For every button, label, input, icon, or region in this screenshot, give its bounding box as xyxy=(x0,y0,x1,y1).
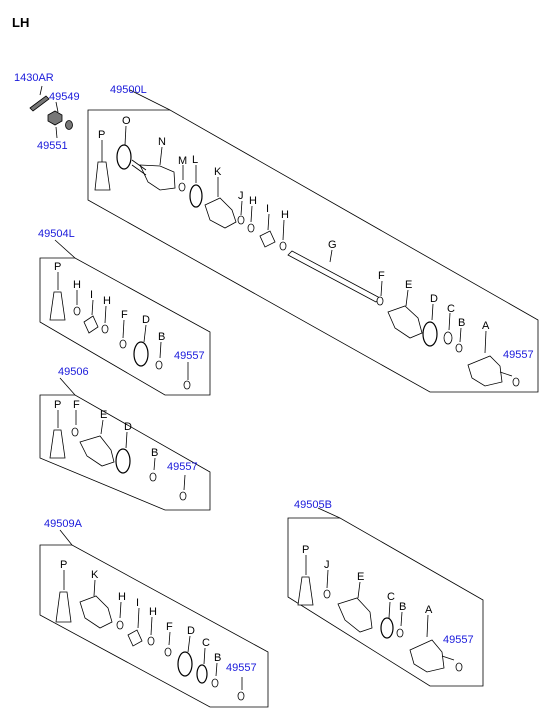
part-letter-d: D xyxy=(142,314,150,326)
part-letter-f: F xyxy=(166,621,173,633)
part-letter-j: J xyxy=(238,190,244,202)
part-number-49505b[interactable]: 49505B xyxy=(294,499,332,511)
part-number-49549[interactable]: 49549 xyxy=(49,91,80,103)
main-assembly-frame xyxy=(87,89,539,393)
part-letter-h: H xyxy=(249,195,257,207)
part-letter-e: E xyxy=(357,571,365,583)
part-number-49557[interactable]: 49557 xyxy=(503,349,534,361)
part-letter-a: A xyxy=(482,320,490,332)
part-number-49504l[interactable]: 49504L xyxy=(38,228,75,240)
part-letter-h: H xyxy=(281,209,289,221)
part-letter-i: I xyxy=(266,203,270,215)
part-letter-o: O xyxy=(122,115,131,127)
part-letter-j: J xyxy=(324,559,330,571)
part-letter-b: B xyxy=(214,652,222,664)
part-letter-d: D xyxy=(187,625,195,637)
kit-49506-parts xyxy=(49,410,187,501)
accessory-group xyxy=(29,85,73,139)
part-letter-f: F xyxy=(378,270,385,282)
part-letter-g: G xyxy=(328,239,337,251)
part-letter-i: I xyxy=(136,597,140,609)
part-letter-p: P xyxy=(60,559,68,571)
part-letter-h: H xyxy=(73,279,81,291)
nut-49549-shape xyxy=(47,110,63,126)
part-number-49557[interactable]: 49557 xyxy=(226,662,257,674)
bolt-1430ar-shape xyxy=(29,95,50,112)
part-letter-c: C xyxy=(202,637,210,649)
kit-49506-frame xyxy=(39,377,211,511)
part-letter-b: B xyxy=(158,331,166,343)
page-title: LH xyxy=(12,15,30,30)
part-letter-d: D xyxy=(430,293,438,305)
part-letter-e: E xyxy=(100,409,108,421)
part-letter-h: H xyxy=(103,295,111,307)
kit-49509a-parts xyxy=(55,570,245,701)
main-assembly-parts xyxy=(94,125,520,387)
part-number-49557[interactable]: 49557 xyxy=(443,634,474,646)
part-letter-e: E xyxy=(405,279,413,291)
part-letter-b: B xyxy=(151,447,159,459)
part-letter-h: H xyxy=(149,606,157,618)
part-letter-k: K xyxy=(214,166,222,178)
part-letter-i: I xyxy=(90,289,94,301)
part-number-49506[interactable]: 49506 xyxy=(58,366,89,378)
part-letter-a: A xyxy=(425,604,433,616)
part-letter-h: H xyxy=(118,591,126,603)
part-letter-m: M xyxy=(178,155,188,167)
clip-49551-shape xyxy=(65,120,73,130)
part-letter-f: F xyxy=(121,309,128,321)
part-letter-d: D xyxy=(124,421,132,433)
kit-49509a-frame xyxy=(39,529,269,708)
part-letter-b: B xyxy=(458,317,466,329)
part-letter-p: P xyxy=(54,399,62,411)
part-number-49509a[interactable]: 49509A xyxy=(44,518,82,530)
part-number-49500l[interactable]: 49500L xyxy=(110,84,147,96)
part-letter-n: N xyxy=(158,136,166,148)
part-letter-p: P xyxy=(302,544,310,556)
part-number-49551[interactable]: 49551 xyxy=(37,140,68,152)
part-letter-p: P xyxy=(54,261,62,273)
kit-49504l-parts xyxy=(49,272,191,390)
part-letter-b: B xyxy=(399,601,407,613)
part-letter-c: C xyxy=(387,591,395,603)
kit-49505b-frame xyxy=(287,507,484,687)
kit-49505b-parts xyxy=(297,555,463,673)
shaft-g-shape xyxy=(287,250,381,303)
kit-49504l-frame xyxy=(39,239,211,396)
part-letter-k: K xyxy=(91,569,99,581)
part-letter-f: F xyxy=(73,399,80,411)
part-letter-p: P xyxy=(98,129,106,141)
part-letter-c: C xyxy=(447,303,455,315)
part-p-main-shape xyxy=(94,161,111,191)
part-number-1430ar[interactable]: 1430AR xyxy=(14,72,54,84)
part-number-49557[interactable]: 49557 xyxy=(174,350,205,362)
part-letter-l: L xyxy=(192,154,199,166)
part-number-49557[interactable]: 49557 xyxy=(167,461,198,473)
